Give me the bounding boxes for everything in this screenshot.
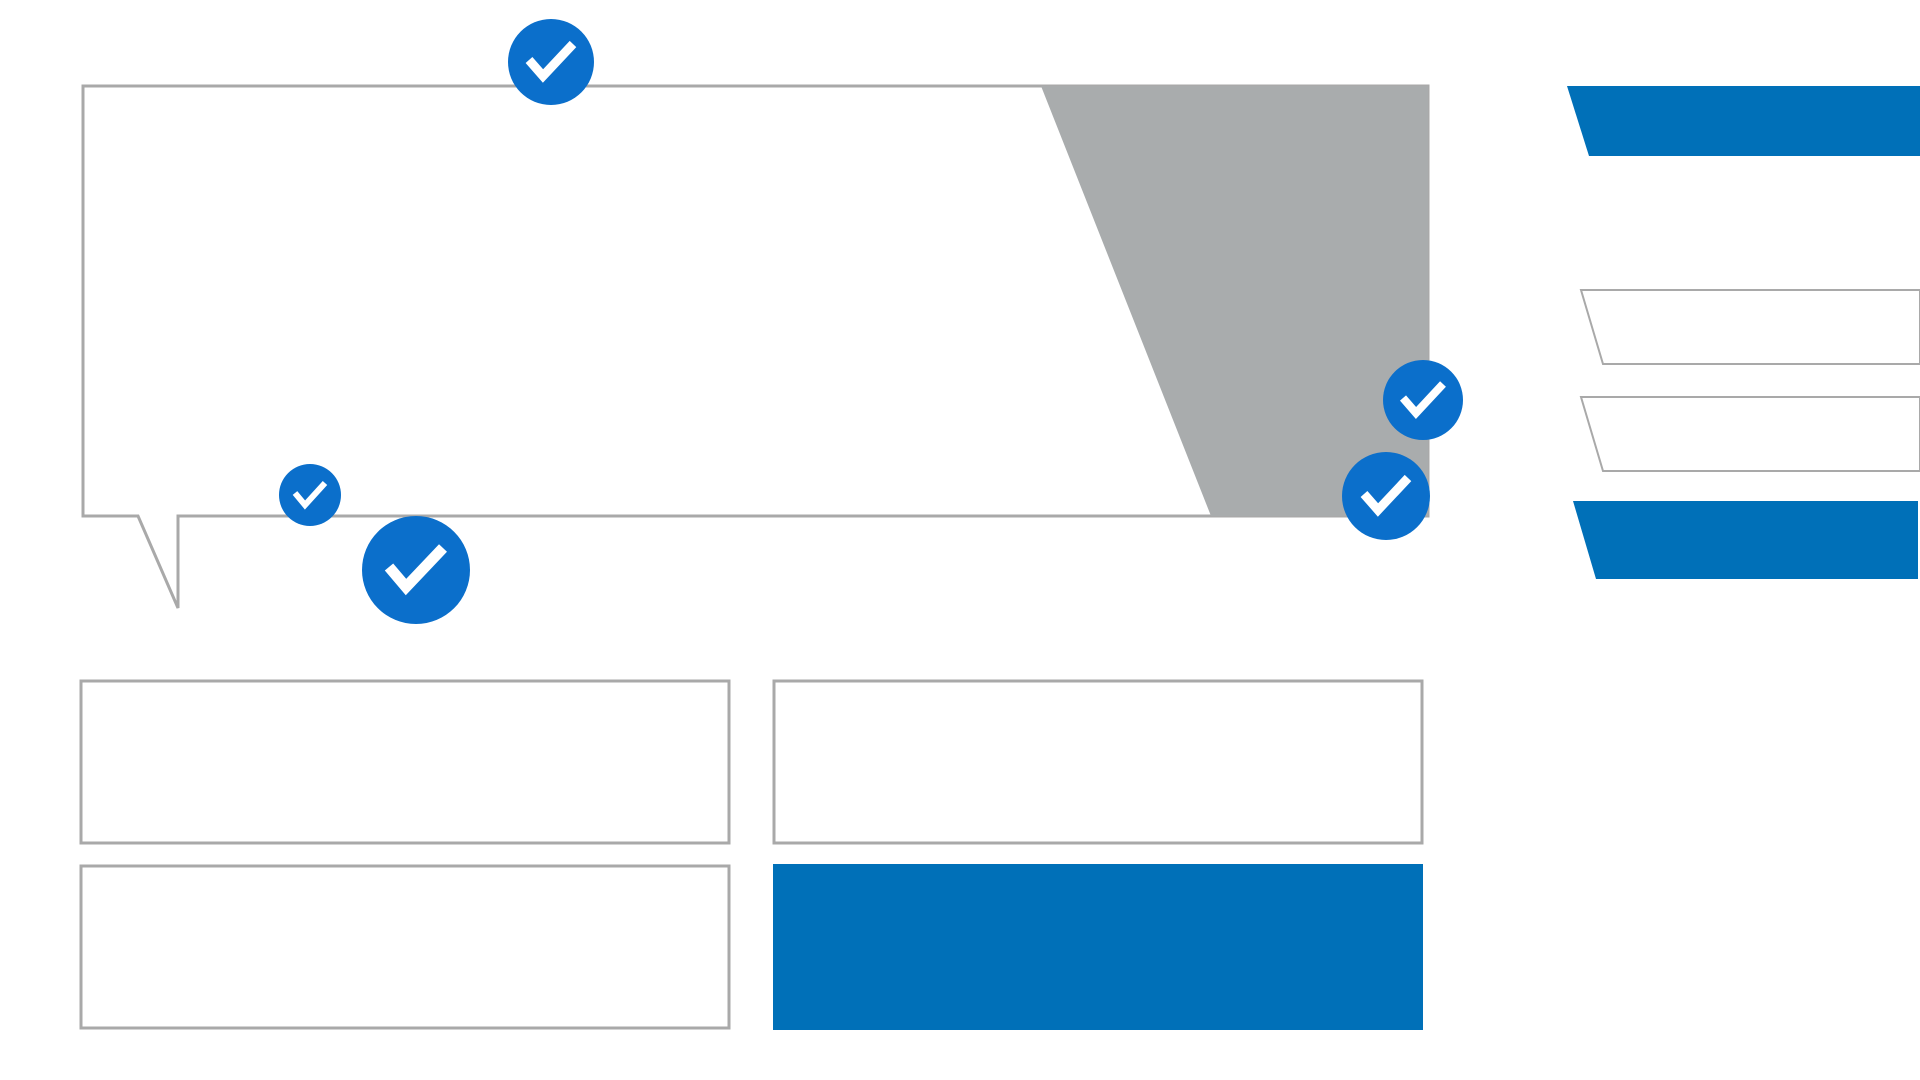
check-badge-icon <box>362 516 470 624</box>
check-badge-icon <box>508 19 594 105</box>
question-card-gray-panel <box>1041 86 1428 516</box>
answer-option-4-selected[interactable] <box>773 864 1423 1030</box>
side-slot-1-filled[interactable] <box>1567 86 1920 156</box>
check-badge-icon <box>279 464 341 526</box>
side-slot-3[interactable] <box>1579 396 1920 472</box>
check-badges <box>279 19 1463 624</box>
answer-option-3[interactable] <box>79 864 731 1030</box>
question-card <box>81 84 1430 609</box>
answer-option-1[interactable] <box>79 679 731 845</box>
side-slot-2[interactable] <box>1579 289 1920 365</box>
answer-option-2[interactable] <box>772 679 1424 845</box>
side-slots <box>1567 86 1920 579</box>
check-badge-icon <box>1383 360 1463 440</box>
check-badge-icon <box>1342 452 1430 540</box>
answer-options-grid <box>79 679 1424 1030</box>
side-slot-4-filled[interactable] <box>1573 501 1918 579</box>
